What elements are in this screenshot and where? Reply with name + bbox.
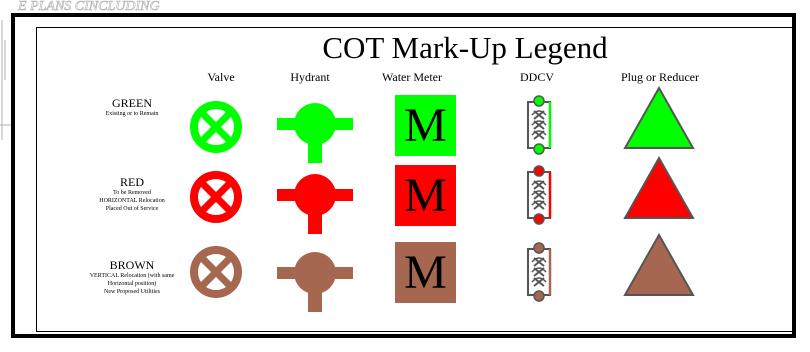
row-note: New Proposed Utilities: [104, 289, 160, 295]
water-meter-icon-red: M: [395, 165, 456, 226]
column-header-plug-reducer: Plug or Reducer: [621, 70, 699, 84]
column-header-valve: Valve: [207, 70, 235, 84]
row-note: To be Removed: [113, 190, 151, 196]
legend-inner-frame: [36, 27, 794, 332]
legend-title: COT Mark-Up Legend: [322, 30, 608, 65]
valve-icon-green: [190, 101, 242, 153]
row-note: Placed Out of Service: [105, 206, 159, 212]
row-note: Horizontal position): [107, 281, 157, 287]
valve-icon-brown: [190, 246, 242, 298]
row-note: VERTICAL Relocation (with same: [89, 273, 175, 279]
hydrant-icon-green: [277, 103, 353, 163]
meter-letter: M: [404, 98, 447, 152]
plug-reducer-icon-green: [623, 86, 695, 149]
ddcv-icon-green: [527, 95, 552, 155]
hydrant-icon-brown: [277, 252, 353, 312]
row-name: BROWN: [109, 258, 155, 272]
water-meter-icon-green: M: [395, 95, 456, 156]
row-name: GREEN: [112, 96, 152, 110]
row-note: HORIZONTAL Relocation: [99, 198, 165, 204]
plug-reducer-icon-brown: [623, 233, 695, 296]
water-meter-icon-brown: M: [395, 242, 456, 303]
meter-letter: M: [404, 168, 447, 222]
plug-reducer-icon-red: [623, 156, 695, 219]
ddcv-icon-brown: [527, 242, 552, 302]
valve-icon-red: [190, 171, 242, 223]
row-label-green: GREEN Existing or to Remain: [72, 96, 192, 118]
column-header-hydrant: Hydrant: [290, 70, 330, 84]
row-name: RED: [120, 175, 144, 189]
meter-letter: M: [404, 245, 447, 299]
column-header-water-meter: Water Meter: [382, 70, 442, 84]
ddcv-icon-red: [527, 165, 552, 225]
row-note: Existing or to Remain: [105, 111, 159, 117]
hydrant-icon-red: [277, 174, 353, 234]
row-label-red: RED To be Removed HORIZONTAL Relocation …: [72, 175, 192, 213]
row-label-brown: BROWN VERTICAL Relocation (with same Hor…: [72, 258, 192, 296]
column-header-ddcv: DDCV: [519, 70, 554, 84]
background-sketch-text: E PLANS CINCLUDING: [17, 0, 160, 14]
